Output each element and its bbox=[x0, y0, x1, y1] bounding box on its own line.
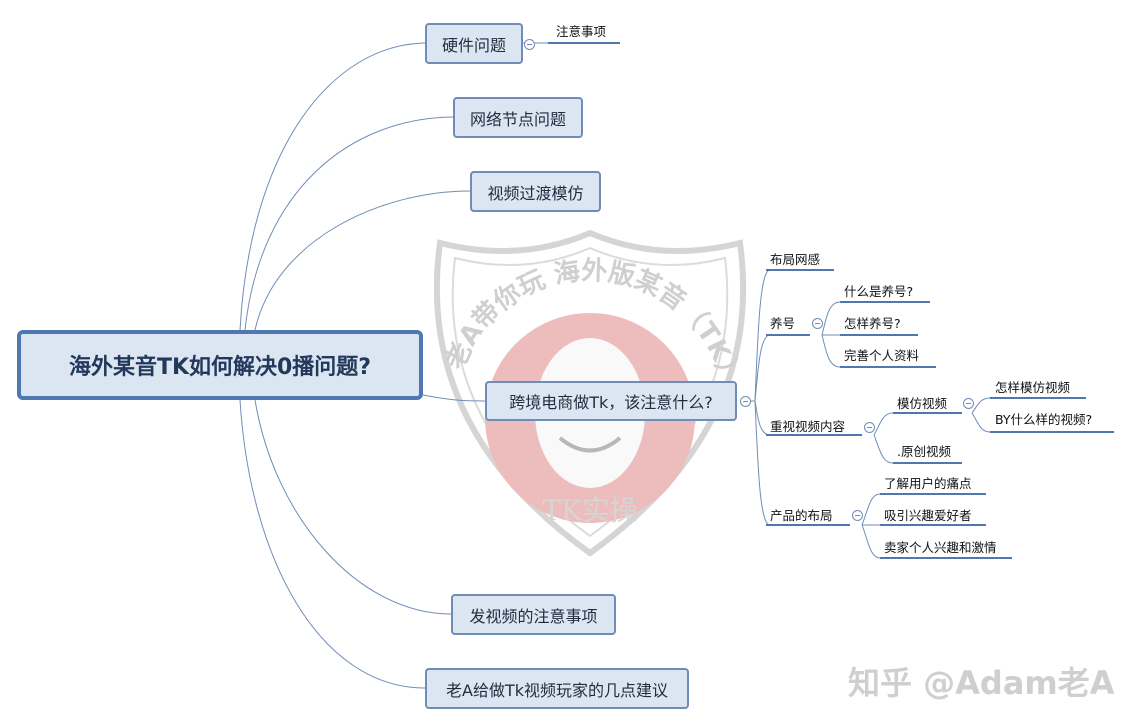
leaf-user-pain[interactable]: 了解用户的痛点 bbox=[884, 476, 972, 491]
leaf-imitate-video[interactable]: 模仿视频 bbox=[897, 396, 948, 411]
root-topic[interactable]: 海外某音TK如何解决0播问题? bbox=[17, 330, 423, 400]
leaf-layout-feel[interactable]: 布局网感 bbox=[770, 252, 821, 267]
topic-advice[interactable]: 老A给做Tk视频玩家的几点建议 bbox=[425, 668, 689, 709]
leaf-seller-passion[interactable]: 卖家个人兴趣和激情 bbox=[884, 540, 997, 555]
leaf-what-is-nurture[interactable]: 什么是养号? bbox=[844, 284, 914, 299]
leaf-notes[interactable]: 注意事项 bbox=[556, 24, 607, 39]
leaf-attract-fans[interactable]: 吸引兴趣爱好者 bbox=[884, 508, 972, 523]
collapse-toggle-icon[interactable] bbox=[524, 39, 535, 50]
collapse-toggle-icon[interactable] bbox=[852, 510, 863, 521]
collapse-toggle-icon[interactable] bbox=[740, 396, 751, 407]
leaf-complete-profile[interactable]: 完善个人资料 bbox=[844, 348, 920, 363]
leaf-original-video[interactable]: .原创视频 bbox=[897, 444, 951, 459]
topic-hardware[interactable]: 硬件问题 bbox=[425, 23, 523, 64]
topic-video-imitation[interactable]: 视频过渡模仿 bbox=[470, 171, 601, 212]
topic-posting-notes[interactable]: 发视频的注意事项 bbox=[451, 594, 616, 635]
leaf-how-to-nurture[interactable]: 怎样养号? bbox=[844, 316, 901, 331]
leaf-account-nurture[interactable]: 养号 bbox=[770, 316, 796, 331]
collapse-toggle-icon[interactable] bbox=[963, 398, 974, 409]
topic-network-node[interactable]: 网络节点问题 bbox=[453, 97, 583, 138]
leaf-product-layout[interactable]: 产品的布局 bbox=[770, 508, 833, 523]
leaf-video-content[interactable]: 重视视频内容 bbox=[770, 419, 846, 434]
collapse-toggle-icon[interactable] bbox=[864, 422, 875, 433]
zhihu-watermark: 知乎 @Adam老A bbox=[848, 664, 1115, 702]
topic-crossborder-tk[interactable]: 跨境电商做Tk，该注意什么? bbox=[485, 381, 737, 421]
collapse-toggle-icon[interactable] bbox=[812, 318, 823, 329]
watermark-bottom-text: TK实操 bbox=[542, 494, 638, 527]
leaf-what-video[interactable]: BY什么样的视频? bbox=[995, 412, 1093, 427]
leaf-how-imitate[interactable]: 怎样模仿视频 bbox=[995, 380, 1071, 395]
